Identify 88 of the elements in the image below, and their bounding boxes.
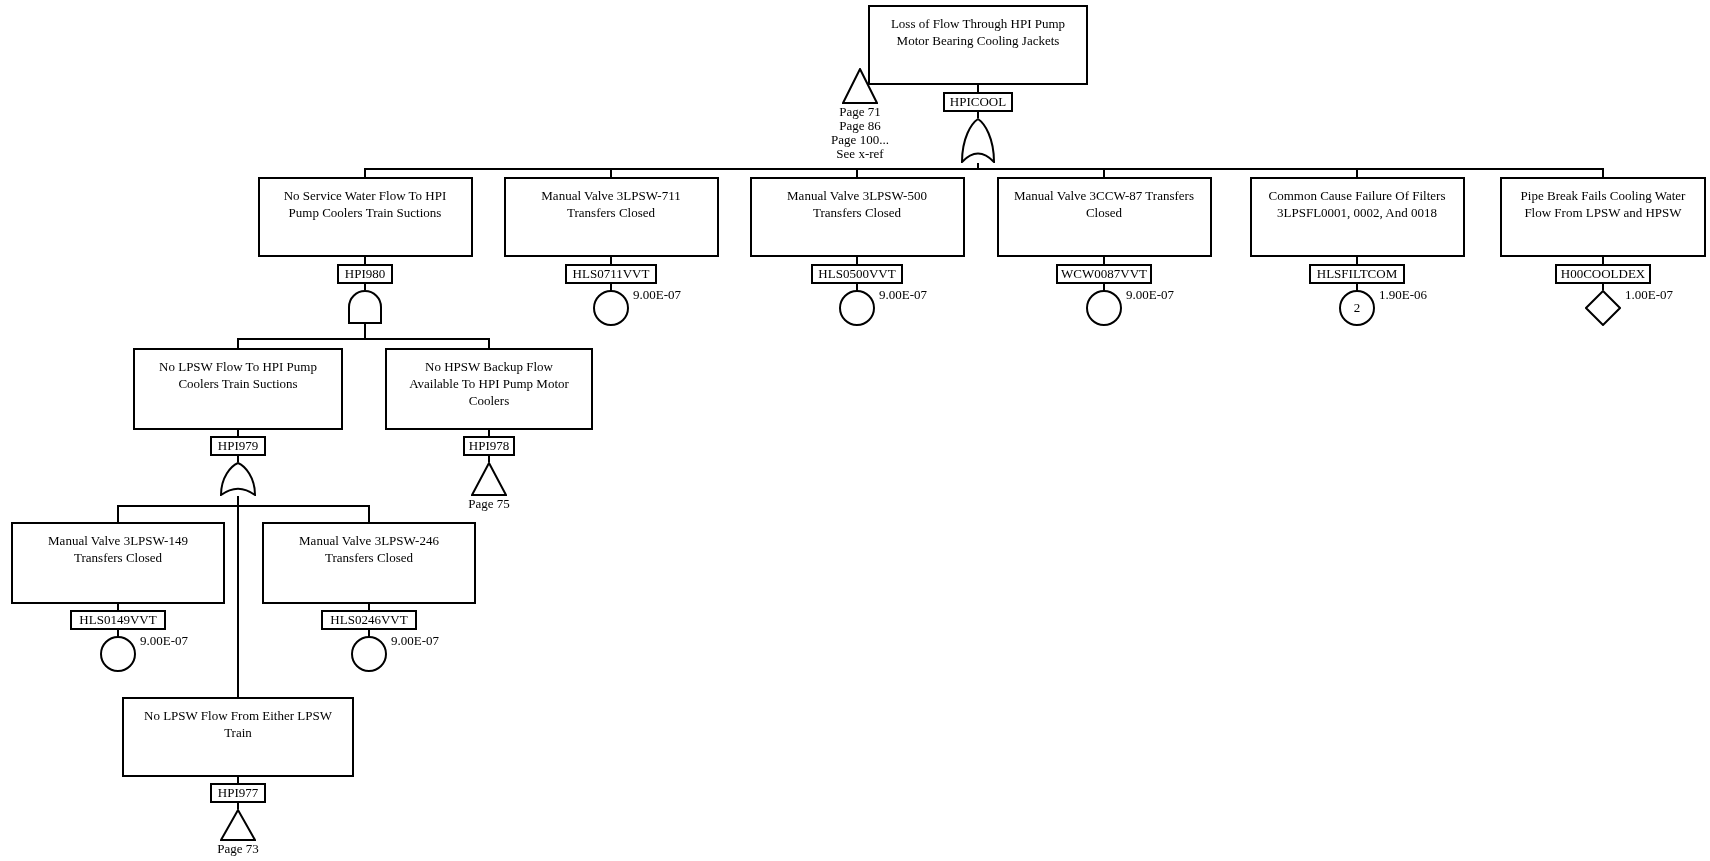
connector-line xyxy=(237,495,239,698)
connector-line xyxy=(856,256,858,265)
basic-event-circle xyxy=(1086,290,1122,326)
connector-line xyxy=(856,283,858,291)
event-id-label: HLS0246VVT xyxy=(321,610,417,630)
event-box xyxy=(503,177,719,257)
event-id-label: HPI977 xyxy=(210,783,266,803)
connector-line xyxy=(117,629,119,637)
basic-event-circle: 2 xyxy=(1339,290,1375,326)
event-id-label: HPICOOL xyxy=(943,92,1013,112)
event-description: Manual Valve 3LPSW-149 Transfers Closed xyxy=(47,532,189,566)
connector-line xyxy=(368,629,370,637)
connector-line xyxy=(1356,256,1358,265)
event-id-label: HLS0711VVT xyxy=(565,264,657,284)
page-reference: Page 100... xyxy=(831,133,889,147)
basic-event-circle xyxy=(100,636,136,672)
basic-event-circle xyxy=(351,636,387,672)
event-box xyxy=(257,177,473,257)
connector-line xyxy=(1602,283,1604,291)
event-box xyxy=(385,348,593,430)
event-description: No Service Water Flow To HPI Pump Coolers Train Suctions xyxy=(282,187,448,221)
event-description: No HPSW Backup Flow Available To HPI Pump Motor Coolers xyxy=(408,358,570,409)
undeveloped-event-diamond xyxy=(1585,290,1621,326)
basic-event-circle xyxy=(593,290,629,326)
probability-label: 9.00E-07 xyxy=(391,634,440,648)
event-box xyxy=(868,5,1088,85)
basic-event-circle xyxy=(839,290,875,326)
event-box xyxy=(262,522,476,604)
page-reference: Page 75 xyxy=(468,497,510,511)
page-reference: See x-ref xyxy=(836,147,884,161)
connector-line xyxy=(1103,283,1105,291)
connector-line xyxy=(1356,283,1358,291)
event-box xyxy=(133,348,343,430)
event-description: Manual Valve 3LPSW-500 Transfers Closed xyxy=(786,187,928,221)
event-box xyxy=(1249,177,1465,257)
event-description: Loss of Flow Through HPI Pump Motor Bearing Cooling Jackets xyxy=(889,15,1067,49)
transfer-triangle xyxy=(842,68,878,104)
connector-line xyxy=(610,256,612,265)
event-description: Manual Valve 3CCW-87 Transfers Closed xyxy=(1013,187,1195,221)
connector-line xyxy=(237,776,239,784)
event-box xyxy=(11,522,225,604)
connector-line xyxy=(977,84,979,93)
event-description: Common Cause Failure Of Filters 3LPSFL0001, 0002, And 0018 xyxy=(1267,187,1447,221)
connector-line xyxy=(610,283,612,291)
connector-line xyxy=(1602,256,1604,265)
connector-line xyxy=(364,256,366,265)
connector-line xyxy=(1103,256,1105,265)
event-id-label: H00COOLDEX xyxy=(1555,264,1651,284)
probability-label: 9.00E-07 xyxy=(633,288,682,302)
event-id-label: HLS0149VVT xyxy=(70,610,166,630)
probability-label: 9.00E-07 xyxy=(140,634,189,648)
event-id-label: HPI978 xyxy=(463,436,515,456)
event-id-label: HLS0500VVT xyxy=(811,264,903,284)
event-box xyxy=(749,177,965,257)
transfer-triangle xyxy=(220,809,256,841)
event-description: Pipe Break Fails Cooling Water Flow From LPSW and HPSW xyxy=(1519,187,1687,221)
connector-line xyxy=(977,111,979,119)
event-box xyxy=(996,177,1212,257)
or-gate-symbol xyxy=(220,462,256,496)
transfer-triangle xyxy=(471,462,507,496)
connector-line xyxy=(364,283,366,291)
page-reference: Page 73 xyxy=(217,842,259,856)
or-gate-symbol xyxy=(961,118,995,163)
event-description: No LPSW Flow To HPI Pump Coolers Train Suctions xyxy=(158,358,318,392)
connector-line xyxy=(117,603,119,611)
event-box xyxy=(1500,177,1706,257)
probability-label: 1.00E-07 xyxy=(1625,288,1674,302)
probability-label: 9.00E-07 xyxy=(879,288,928,302)
connector-line xyxy=(237,455,239,463)
connector-line xyxy=(364,323,490,349)
connector-line xyxy=(368,603,370,611)
page-reference: Page 86 xyxy=(839,119,881,133)
and-gate-symbol xyxy=(348,290,382,324)
connector-line xyxy=(488,429,490,437)
event-description: Manual Valve 3LPSW-711 Transfers Closed xyxy=(540,187,682,221)
event-id-label: HPI980 xyxy=(337,264,393,284)
connector-line xyxy=(237,802,239,810)
event-box xyxy=(122,697,354,777)
event-description: Manual Valve 3LPSW-246 Transfers Closed xyxy=(298,532,440,566)
probability-label: 1.90E-06 xyxy=(1379,288,1428,302)
connector-line xyxy=(488,455,490,463)
event-description: No LPSW Flow From Either LPSW Train xyxy=(143,707,333,741)
page-reference: Page 71 xyxy=(839,105,881,119)
connector-line xyxy=(237,429,239,437)
event-id-label: HPI979 xyxy=(210,436,266,456)
event-id-label: HLSFILTCOM xyxy=(1309,264,1405,284)
probability-label: 9.00E-07 xyxy=(1126,288,1175,302)
event-id-label: WCW0087VVT xyxy=(1056,264,1152,284)
